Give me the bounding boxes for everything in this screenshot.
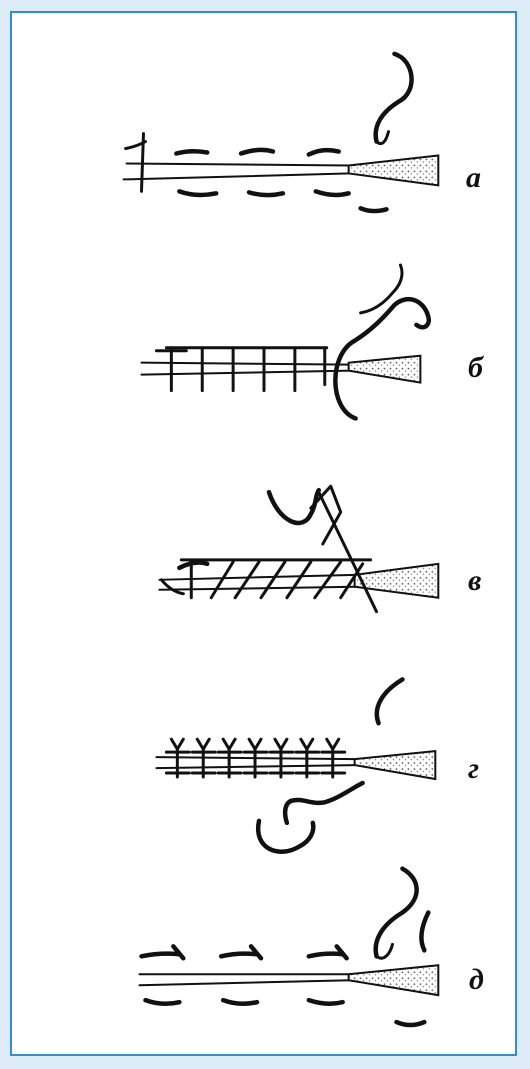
suture-v-illustration [159, 486, 438, 612]
label-d: д [469, 965, 484, 995]
suture-b-illustration [141, 265, 428, 418]
label-g: г [468, 754, 479, 784]
suture-a-illustration [124, 54, 439, 211]
label-v: в [468, 566, 481, 596]
label-a: а [466, 163, 481, 193]
figure-panel: а б в г д [10, 11, 517, 1056]
suture-diagram [12, 13, 515, 1054]
suture-d-illustration [139, 869, 438, 1025]
label-b: б [468, 353, 483, 383]
suture-g-illustration [156, 679, 435, 851]
